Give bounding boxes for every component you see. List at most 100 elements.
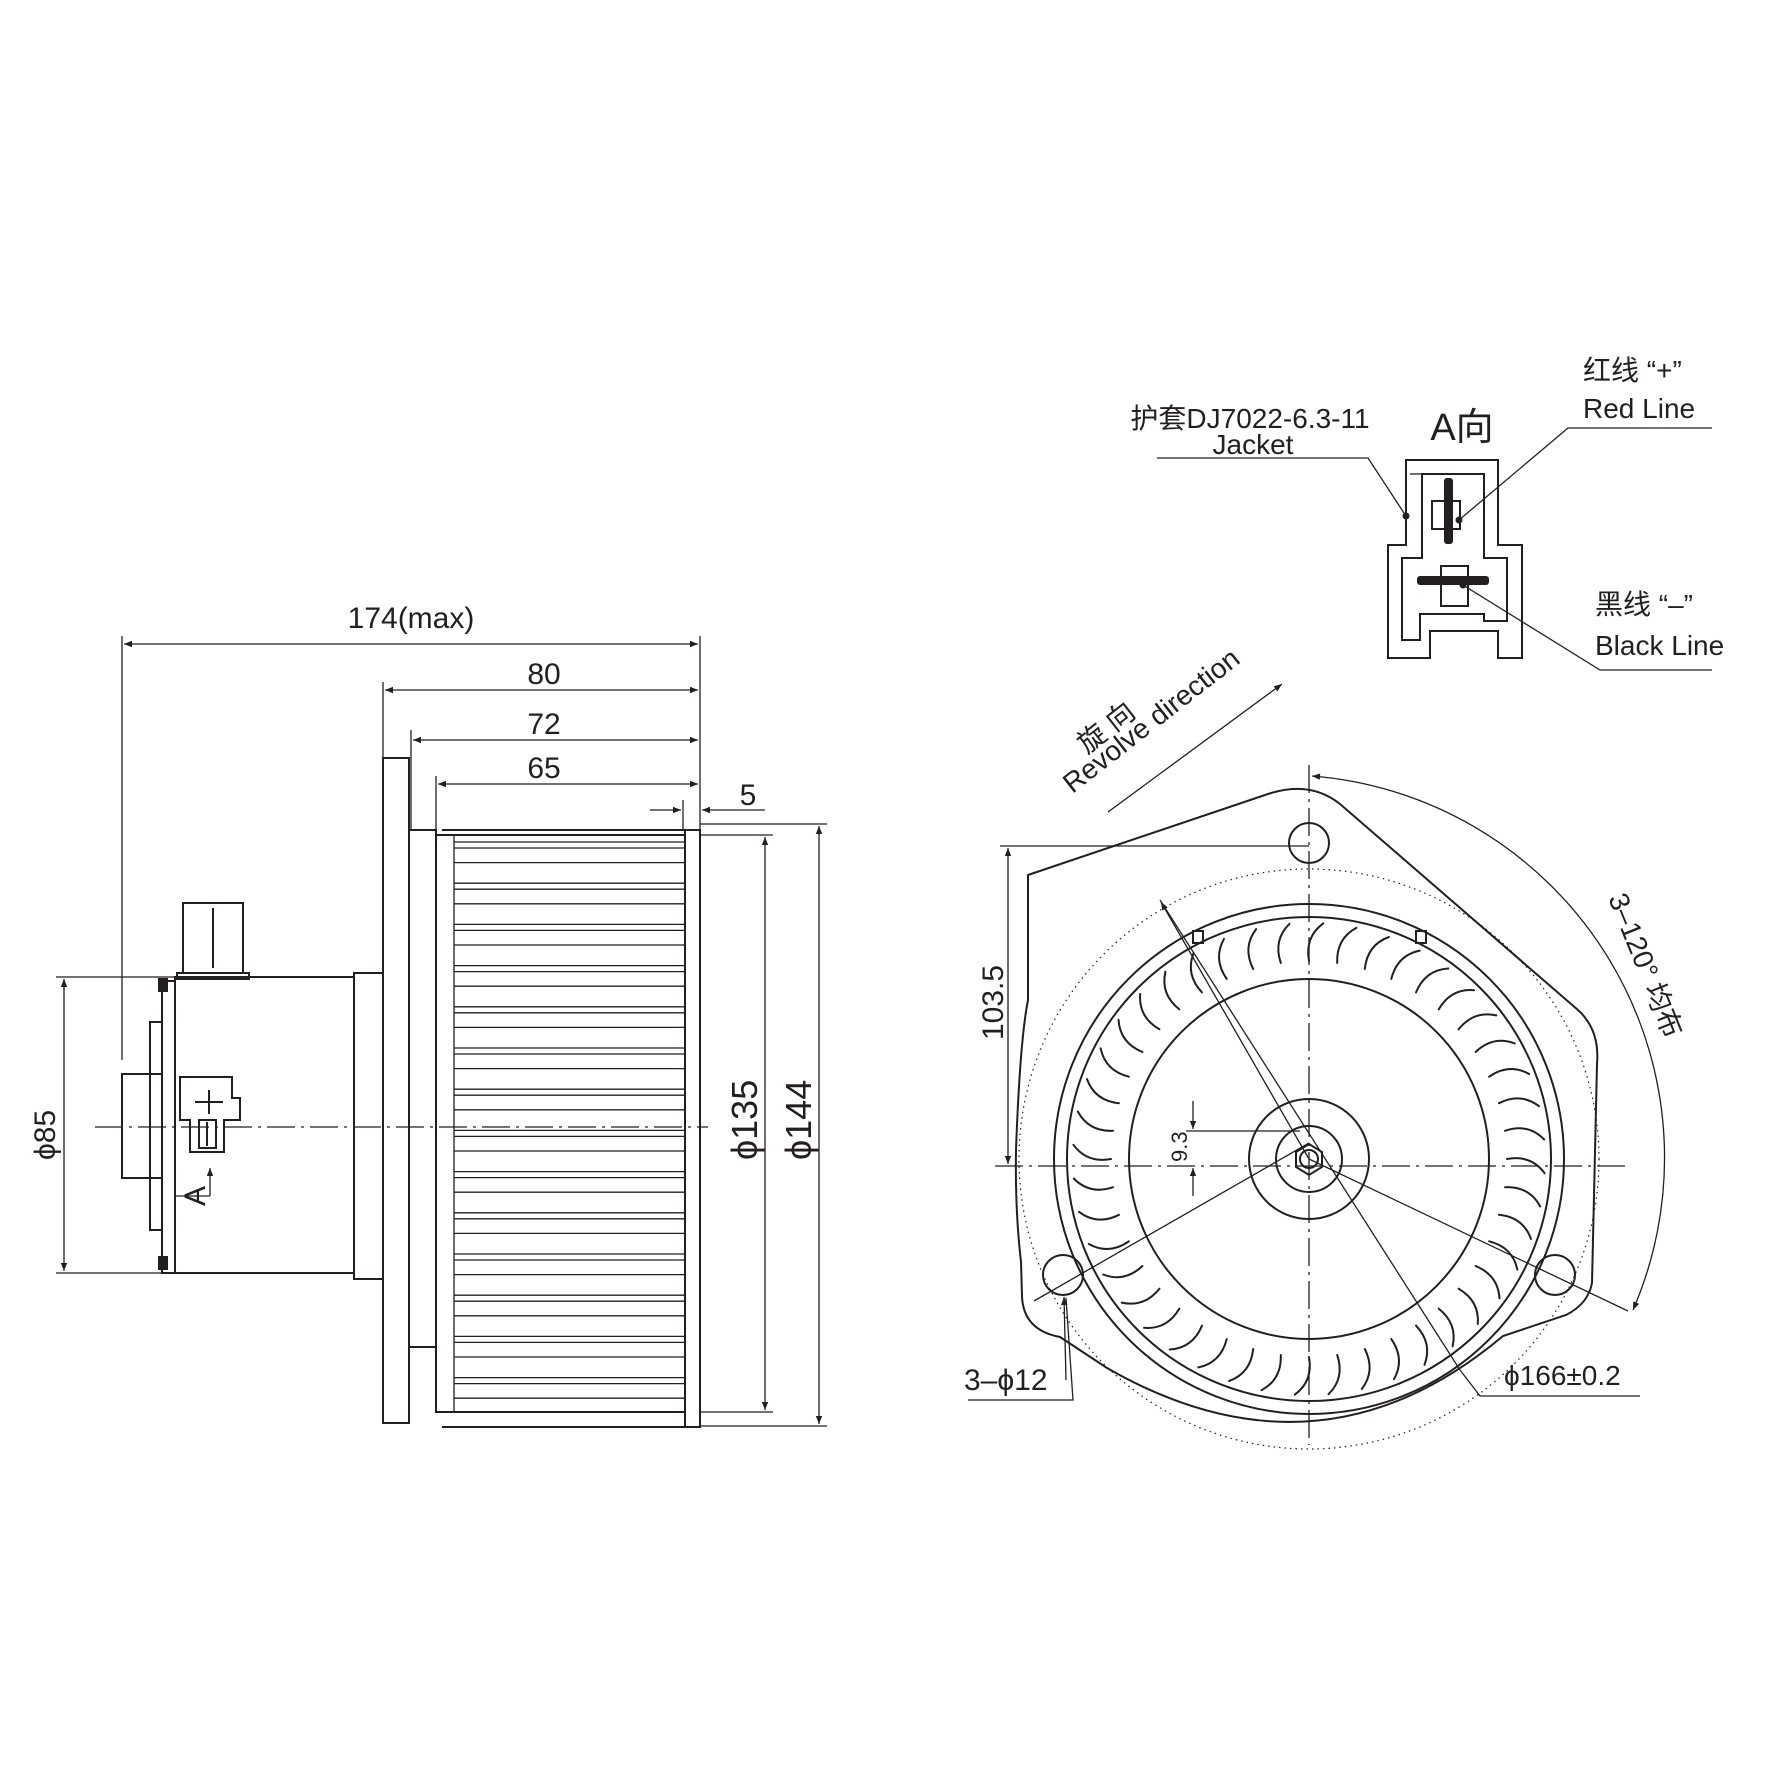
- fan-blade: [1139, 993, 1161, 1031]
- fan-blade: [1474, 1265, 1501, 1300]
- red-line-en-label: Red Line: [1583, 393, 1695, 424]
- fan-blade: [1307, 922, 1325, 962]
- fan-blade: [1363, 936, 1390, 970]
- d166-leader: [1459, 1369, 1640, 1397]
- fan-blade: [1117, 1018, 1144, 1053]
- dim-overall-length: 174(max): [121, 602, 701, 1060]
- black-line-cn-label: 黑线 “–”: [1595, 589, 1693, 620]
- fan-blade: [1143, 1307, 1181, 1329]
- fan-blade: [1277, 922, 1291, 964]
- dim-65-label: 65: [527, 752, 560, 785]
- fan-blade: [1474, 1039, 1516, 1053]
- fan-blade: [1293, 1356, 1311, 1396]
- dim-72-label: 72: [527, 708, 560, 741]
- dim-d135-label: ϕ135: [724, 1080, 765, 1160]
- dim-5: 5: [650, 779, 765, 830]
- rotation-en-label: Revolve direction: [1057, 642, 1245, 799]
- fan-blade: [1086, 1078, 1120, 1105]
- fan-blade: [1072, 1143, 1112, 1161]
- dim-d144: ϕ144: [700, 823, 827, 1427]
- fan-blade: [1498, 1097, 1540, 1108]
- side-connector: [179, 1076, 241, 1153]
- dim-d166-label: ϕ166±0.2: [1504, 1360, 1621, 1391]
- black-terminal-pin: [1417, 576, 1489, 585]
- fan-blade: [1260, 1354, 1282, 1392]
- dim-65: 65: [435, 752, 698, 830]
- fan-blade: [1360, 1348, 1371, 1390]
- terminal-base: [176, 972, 250, 980]
- fan-blade: [1415, 1324, 1429, 1366]
- fan-blade: [1336, 926, 1358, 964]
- dim-103-5: 103.5: [977, 845, 1309, 1164]
- fan-blade: [1218, 937, 1228, 980]
- flange-ring: [408, 829, 437, 1348]
- dim-9-3-label: 9.3: [1167, 1131, 1192, 1162]
- rib-tab-left: [1192, 930, 1204, 944]
- dim-80-label: 80: [527, 658, 560, 691]
- holes-leader: [968, 1297, 1074, 1401]
- dim-d135: ϕ135: [700, 834, 773, 1413]
- fan-blade: [1099, 1047, 1130, 1078]
- hole-radius-line-left: [1033, 1142, 1310, 1302]
- holes-label: 3–ϕ12: [964, 1364, 1048, 1397]
- fan-blade: [1087, 1240, 1130, 1250]
- dim-9-3: 9.3: [1167, 1101, 1300, 1196]
- connector-view: A向 护套DJ7022-6.3-11 Jacket 红线 “+” Red Lin…: [1130, 355, 1724, 671]
- impeller-blade-lines: [453, 835, 685, 1412]
- jacket-en-label: Jacket: [1213, 429, 1294, 460]
- black-terminal-box: [1440, 565, 1469, 607]
- view-arrow-a-label: A: [179, 1186, 212, 1206]
- black-line-en-label: Black Line: [1595, 630, 1724, 661]
- connector-view-title: A向: [1430, 407, 1493, 449]
- fan-blade: [1457, 1013, 1498, 1031]
- fan-blade: [1197, 1338, 1228, 1369]
- fan-blade: [1078, 1210, 1120, 1221]
- mount-hole-left: [1042, 1254, 1084, 1296]
- diameter-line: [1159, 899, 1461, 1371]
- fan-blade: [1488, 1240, 1519, 1271]
- front-view: 旋 向 Revolve direction 103.5: [964, 642, 1688, 1450]
- fan-blade: [1228, 1348, 1255, 1382]
- fan-blade: [1504, 1127, 1546, 1141]
- dim-d85: ϕ85: [29, 976, 175, 1274]
- motor-bracket: [149, 1021, 163, 1231]
- fan-blade: [1327, 1354, 1341, 1396]
- hole-radius-line-right: [1308, 1158, 1629, 1312]
- mounting-flange: [382, 757, 410, 1424]
- rotation-direction-arrow: [1107, 683, 1283, 813]
- fan-blade: [1488, 1068, 1531, 1078]
- fan-blade: [1457, 1287, 1479, 1325]
- dim-d85-label: ϕ85: [29, 1110, 62, 1160]
- fan-blade: [1168, 1324, 1203, 1351]
- fan-blade: [1163, 970, 1181, 1011]
- fan-blade: [1102, 1265, 1144, 1279]
- fan-blade: [1498, 1213, 1532, 1240]
- holes-spacing-label: 3–120° 均布: [1602, 889, 1688, 1042]
- fan-blade: [1390, 1338, 1400, 1381]
- fan-blade: [1120, 1287, 1161, 1305]
- fan-blade: [1072, 1177, 1114, 1191]
- dim-5-label: 5: [740, 779, 757, 812]
- fan-blade: [1247, 928, 1258, 970]
- motor-hub: [353, 972, 384, 1280]
- clip-bottom: [158, 1256, 168, 1270]
- fan-blade: [1437, 989, 1475, 1011]
- red-terminal-pin: [1444, 478, 1453, 544]
- side-view: 174(max) 80 72 65 5: [29, 602, 827, 1428]
- jacket-cn-label: 护套DJ7022-6.3-11: [1130, 403, 1369, 434]
- dim-103-5-label: 103.5: [977, 965, 1010, 1040]
- rib-tab-right: [1415, 930, 1427, 944]
- dim-72: 72: [410, 708, 698, 830]
- fan-blade: [1189, 952, 1203, 994]
- mounting-flange-outline: [1014, 787, 1599, 1423]
- dim-d144-label: ϕ144: [778, 1080, 819, 1160]
- angle-arc-120: [1311, 773, 1666, 1311]
- motor-can: [174, 976, 355, 1274]
- clip-top: [158, 978, 168, 992]
- rear-boss: [121, 1073, 163, 1179]
- fan-blade: [1390, 949, 1421, 980]
- fan-blade: [1504, 1186, 1542, 1208]
- impeller-body: [435, 834, 686, 1413]
- dim-80: 80: [382, 658, 698, 760]
